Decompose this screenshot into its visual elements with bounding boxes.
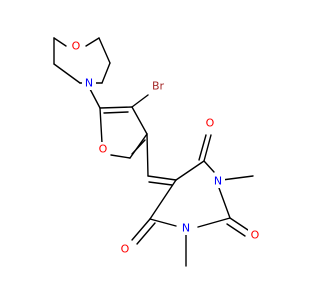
bond — [149, 218, 177, 227]
bond — [221, 175, 254, 181]
bond — [149, 179, 177, 220]
carbonyl-oxygen-top-atom: O — [203, 116, 217, 130]
bond — [203, 134, 212, 162]
bromine-atom: Br — [148, 79, 168, 93]
atom-label: N — [85, 77, 93, 90]
methylidene-linker — [146, 133, 177, 186]
bond — [85, 37, 100, 47]
atom-label: Br — [152, 80, 165, 93]
bond — [98, 37, 111, 64]
bond — [175, 160, 205, 181]
atom-label: O — [72, 40, 81, 53]
bond — [110, 154, 131, 159]
bond — [131, 218, 151, 241]
atom-label: O — [99, 143, 108, 156]
bond — [131, 106, 148, 135]
atom-label: N — [214, 175, 222, 188]
carbonyl-oxygen-bottom-atom: O — [118, 242, 132, 256]
bond — [229, 217, 249, 231]
morpholine-oxygen-atom: O — [70, 39, 84, 53]
pyrimidinetrione-ring — [131, 134, 254, 267]
ring-nitrogen-top-atom: N — [211, 174, 225, 188]
bond — [203, 160, 215, 173]
atom-label: O — [206, 117, 215, 130]
bond — [103, 111, 129, 114]
carbonyl-oxygen-right-atom: O — [248, 228, 262, 242]
bond — [53, 63, 81, 84]
bond — [99, 106, 133, 109]
atom-label: O — [121, 243, 130, 256]
bond — [101, 62, 111, 84]
bond — [146, 133, 149, 177]
bond — [198, 134, 207, 161]
bond — [147, 175, 177, 181]
bond — [218, 187, 231, 219]
bond — [136, 222, 156, 245]
atom-label: O — [251, 229, 260, 242]
bond — [148, 181, 173, 186]
bond — [197, 217, 231, 228]
bond — [53, 37, 67, 47]
atom-labels: O N Br O O N O N — [70, 39, 262, 256]
furan-oxygen-atom: O — [96, 142, 110, 156]
ring-nitrogen-bottom-atom: N — [179, 221, 193, 235]
bond — [131, 139, 146, 155]
bond — [226, 223, 246, 237]
bond — [89, 88, 101, 109]
furan-ring — [99, 94, 149, 159]
structure-diagram: O N Br O O N O N — [53, 37, 262, 267]
morpholine-nitrogen-atom: N — [82, 76, 96, 90]
bond — [99, 107, 103, 144]
bond — [131, 94, 149, 108]
atom-label: N — [182, 222, 190, 235]
